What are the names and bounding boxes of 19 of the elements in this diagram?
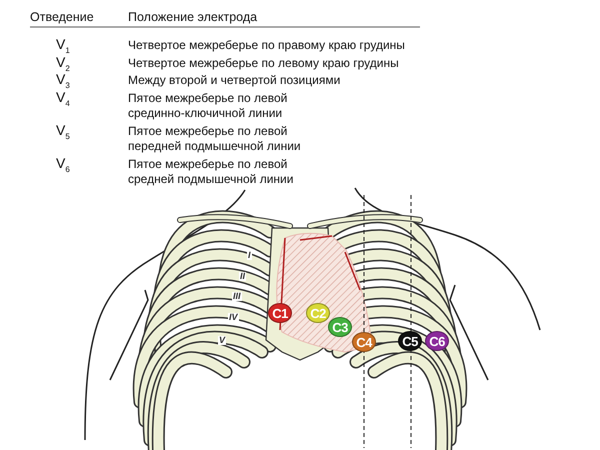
rib-number: IV: [228, 313, 239, 322]
electrode-position-text: Пятое межреберье по левой срединно-ключичной линии: [128, 91, 288, 121]
electrode-position-text: Четвертое межреберье по правому краю грудины: [128, 38, 406, 53]
rib-number: V: [218, 336, 226, 345]
electrode-position-text: Пятое межреберье по левой передней подмышечной линии: [128, 124, 302, 154]
electrode-position-text: Четвертое межреберье по левому краю грудины: [128, 56, 400, 71]
electrode-position-text: Пятое межреберье по левой средней подмышечной линии: [128, 157, 294, 187]
lead-name: V$_{5}$: [56, 122, 70, 141]
rib-number: II: [239, 272, 246, 281]
lead-name: V$_{6}$: [56, 155, 70, 174]
rib-number: I: [247, 251, 252, 260]
lead-name: V$_{2}$: [56, 54, 70, 73]
lead-name: V$_{3}$: [56, 71, 70, 90]
lead-name: V$_{4}$: [56, 89, 70, 108]
rib-number: III: [232, 292, 242, 301]
lead-name: V$_{1}$: [56, 36, 70, 55]
column-header: Положение электрода: [128, 10, 258, 24]
electrode-position-text: Между второй и четвертой позициями: [128, 73, 342, 88]
column-header: Отведение: [30, 10, 94, 24]
